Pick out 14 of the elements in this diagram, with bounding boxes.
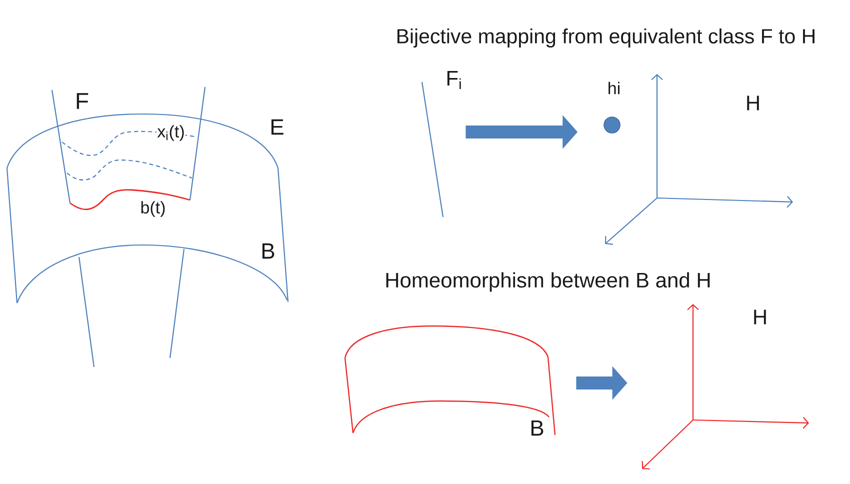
point-dot bbox=[604, 116, 620, 134]
fiber-line bbox=[421, 82, 444, 218]
curve-label: b(t) bbox=[141, 201, 165, 217]
heading: Homeomorphism between B and H bbox=[386, 272, 710, 292]
letter-label: E bbox=[271, 119, 284, 135]
letter-label: B bbox=[262, 243, 274, 259]
space-label: H bbox=[754, 310, 766, 324]
letter-label: F bbox=[76, 93, 88, 109]
point-label: hi bbox=[608, 82, 620, 94]
space-label: H bbox=[747, 96, 759, 110]
fiber-label: F$_{i}$ bbox=[447, 71, 461, 89]
surface-label: B bbox=[531, 420, 544, 436]
curve-label: x$_{i}$(t) bbox=[156, 124, 186, 142]
heading: Bijective mapping from equivalent class F to H bbox=[397, 28, 814, 48]
